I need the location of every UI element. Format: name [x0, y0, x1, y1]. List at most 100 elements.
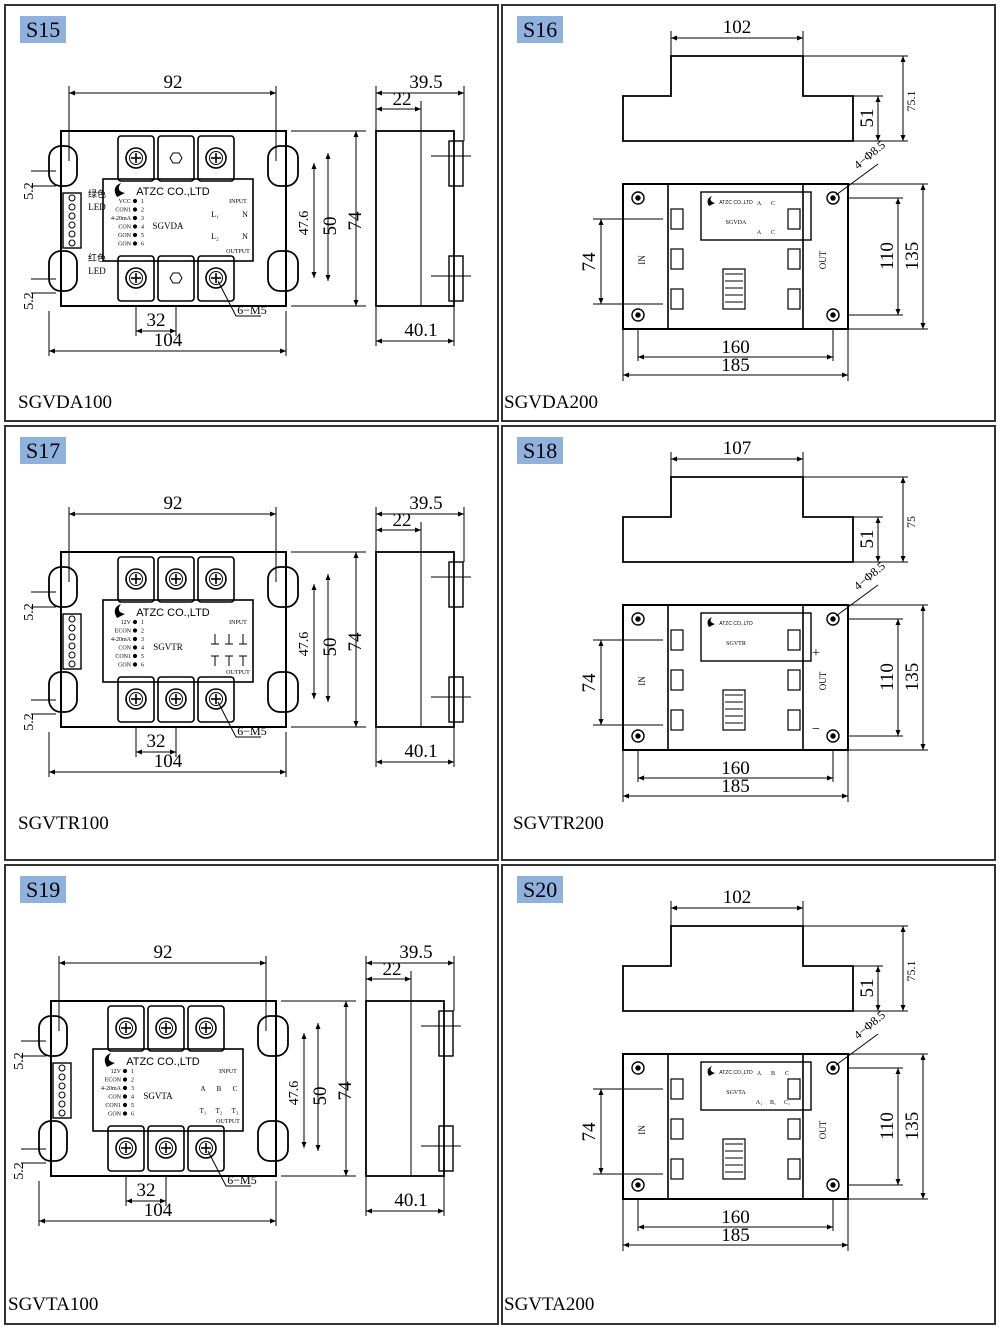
rect [197, 676, 235, 723]
circle [129, 151, 143, 165]
circle [165, 688, 187, 710]
arrowhead [311, 272, 317, 278]
pin-label: CON1 [105, 1103, 121, 1109]
circle [631, 1178, 645, 1192]
rect [92, 1048, 244, 1132]
arrowhead [343, 1170, 349, 1176]
input-label: INPUT [229, 620, 247, 626]
arrowhead [797, 456, 803, 462]
dimension-label: 102 [723, 887, 752, 908]
circle [826, 612, 840, 626]
company-name: ATZC CO.,LTD [719, 200, 753, 206]
circle [122, 1068, 128, 1074]
circle [830, 1065, 836, 1071]
rect [670, 669, 684, 691]
terminal-mark: A [757, 1071, 762, 1077]
dimension-label: 110 [877, 1112, 898, 1140]
pin-label: 4-20mA [101, 1086, 122, 1092]
rect [257, 1120, 289, 1162]
arrowhead [895, 1068, 901, 1074]
dimension-label: 47.6 [287, 1081, 302, 1106]
rect [448, 561, 464, 608]
dimension-label: 102 [723, 17, 752, 38]
circle [132, 662, 138, 667]
arrowhead [301, 1142, 307, 1148]
terminal-mark: A [757, 230, 762, 236]
dimension-label: 50 [320, 217, 341, 236]
rect [117, 135, 155, 182]
circle [155, 1137, 177, 1159]
arrowhead [623, 793, 629, 799]
company-logo [707, 617, 715, 627]
pin-label: CON [108, 1095, 121, 1101]
panel-badge: S18 [517, 437, 564, 464]
circle [826, 1061, 840, 1075]
arrowhead [671, 35, 677, 41]
rect [267, 671, 299, 713]
circle [205, 267, 227, 289]
arrowhead [797, 35, 803, 41]
rect [670, 208, 684, 230]
rect [147, 1005, 185, 1052]
circle [119, 1141, 133, 1155]
arrowhead [301, 1033, 307, 1039]
pin-number: 3 [141, 216, 144, 222]
rect [117, 255, 155, 302]
arrowhead [69, 90, 75, 96]
pin-label: GON [118, 663, 132, 669]
arrowhead [415, 527, 421, 533]
arrowhead [458, 90, 464, 96]
circle [122, 1102, 128, 1108]
dimension-label: 110 [877, 242, 898, 270]
pin-number: 1 [131, 1069, 134, 1075]
model-text: SGVDA [152, 221, 184, 231]
arrowhead [366, 976, 372, 982]
circle [119, 1021, 133, 1035]
arrowhead [900, 135, 906, 141]
circle [68, 203, 76, 211]
rect [102, 599, 254, 683]
in-label: IN [637, 676, 647, 686]
rect [197, 135, 235, 182]
circle [58, 1064, 66, 1072]
circle [68, 642, 76, 650]
terminal-mark: C [771, 201, 775, 207]
dimension-label: 110 [877, 663, 898, 691]
dimension-label: 74 [345, 211, 366, 231]
rect [670, 629, 684, 651]
model-caption: SGVTR200 [513, 813, 604, 834]
relay-body-outline [50, 1000, 277, 1177]
terminal-mark: A [200, 1085, 205, 1093]
screw-label: 6−M5 [227, 1173, 256, 1187]
dimension-label: 51 [857, 530, 878, 549]
circle [125, 568, 147, 590]
arrowhead [458, 511, 464, 517]
terminal-mark: T₃ [232, 1107, 239, 1115]
model-caption: SGVTA100 [8, 1294, 99, 1315]
dimension-label: 51 [857, 979, 878, 998]
dimension-label: 50 [310, 1087, 331, 1106]
circle [132, 636, 138, 642]
in-label: IN [637, 1125, 647, 1135]
circle [125, 688, 147, 710]
out-label: OUT [818, 671, 828, 690]
pin-label: GON [118, 242, 132, 248]
arrowhead [366, 1208, 372, 1214]
dimension-label: 160 [721, 758, 750, 779]
rect [670, 1158, 684, 1180]
rect [187, 1125, 225, 1172]
circle [122, 1077, 128, 1082]
pin-number: 2 [131, 1078, 134, 1084]
dimension-label: 5.2 [12, 1052, 27, 1070]
dimension-label: 135 [902, 663, 923, 692]
rect [438, 1010, 454, 1057]
arrowhead [315, 1023, 321, 1029]
rect [787, 248, 801, 270]
arrowhead [875, 556, 881, 562]
rect [197, 556, 235, 603]
